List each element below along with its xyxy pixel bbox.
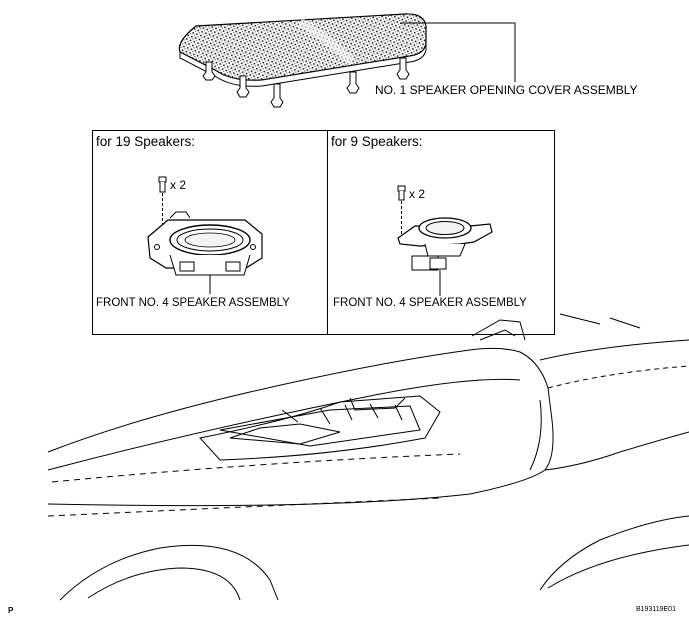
panel-9-speakers xyxy=(327,130,555,335)
figure-code: B193119E01 xyxy=(636,606,676,613)
speaker-opening-cover-drawing xyxy=(178,13,516,108)
left-mark: P xyxy=(8,606,14,615)
bolt-quantity-9: x 2 xyxy=(409,187,426,201)
panel-9-title: for 9 Speakers: xyxy=(331,134,423,149)
panel-19-title: for 19 Speakers: xyxy=(96,134,196,149)
dashboard-drawing xyxy=(47,313,689,601)
speaker-9-drawing xyxy=(397,185,493,296)
bolt-quantity-19: x 2 xyxy=(170,178,187,192)
front-speaker-9-label: FRONT NO. 4 SPEAKER ASSEMBLY xyxy=(333,297,527,309)
cover-assembly-label: NO. 1 SPEAKER OPENING COVER ASSEMBLY xyxy=(375,83,638,97)
speaker-19-drawing xyxy=(147,176,263,294)
front-speaker-19-label: FRONT NO. 4 SPEAKER ASSEMBLY xyxy=(96,297,290,309)
